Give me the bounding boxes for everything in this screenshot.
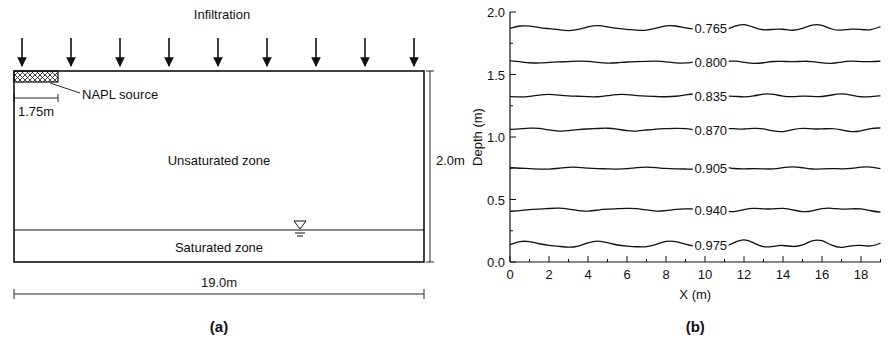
y-tick bbox=[510, 262, 516, 263]
y-tick bbox=[510, 230, 513, 231]
tick-label: 16 bbox=[815, 267, 829, 282]
infiltration-arrow bbox=[168, 38, 170, 66]
x-tick bbox=[666, 256, 667, 262]
domain-panel bbox=[14, 71, 434, 299]
infiltration-arrow bbox=[21, 38, 23, 66]
infiltration-arrow bbox=[413, 38, 415, 66]
axis-title: Depth (m) bbox=[470, 108, 485, 166]
tick-label: 1.0 bbox=[487, 130, 505, 145]
contour-label: 0.870 bbox=[693, 122, 730, 137]
domain-box bbox=[14, 71, 424, 262]
x-tick bbox=[646, 259, 647, 262]
contour-label: 0.975 bbox=[693, 237, 730, 252]
y-tick bbox=[510, 12, 516, 13]
tick-label: 8 bbox=[662, 267, 669, 282]
tick-label: 18 bbox=[854, 267, 868, 282]
infiltration-arrow bbox=[364, 38, 366, 66]
part-label: NAPL source bbox=[82, 87, 158, 102]
tick-label: 10 bbox=[698, 267, 712, 282]
dimension-lines bbox=[14, 71, 434, 299]
x-tick bbox=[529, 259, 530, 262]
x-tick bbox=[607, 259, 608, 262]
water-table-symbol bbox=[294, 221, 306, 236]
y-tick bbox=[510, 105, 513, 106]
x-tick bbox=[510, 256, 511, 262]
contour-label: 0.905 bbox=[693, 161, 730, 176]
x-tick bbox=[841, 259, 842, 262]
x-tick bbox=[880, 259, 881, 262]
zone-label: Saturated zone bbox=[175, 240, 263, 255]
infiltration-arrow bbox=[266, 38, 268, 66]
tick-label: 0.5 bbox=[487, 192, 505, 207]
title-label: Infiltration bbox=[194, 7, 250, 22]
tick-label: 2.0 bbox=[487, 5, 505, 20]
axis-title: X (m) bbox=[679, 287, 711, 302]
napl-source bbox=[14, 71, 58, 82]
contour-label: 0.940 bbox=[693, 202, 730, 217]
x-tick bbox=[705, 256, 706, 262]
x-axis bbox=[510, 261, 881, 262]
contour-label: 0.800 bbox=[693, 55, 730, 70]
tick-label: 0 bbox=[506, 267, 513, 282]
dimension: 2.0m bbox=[436, 153, 465, 168]
y-tick bbox=[510, 137, 516, 138]
panel-label: (b) bbox=[686, 319, 705, 334]
zone-label: Unsaturated zone bbox=[168, 153, 271, 168]
leader-line bbox=[50, 83, 80, 93]
panel-label: (a) bbox=[210, 319, 228, 334]
infiltration-arrow bbox=[217, 38, 219, 66]
x-tick bbox=[744, 256, 745, 262]
contour-plot bbox=[510, 12, 881, 262]
x-tick bbox=[802, 259, 803, 262]
infiltration-arrows bbox=[22, 38, 414, 66]
tick-label: 12 bbox=[737, 267, 751, 282]
y-tick bbox=[510, 74, 516, 75]
x-tick bbox=[685, 259, 686, 262]
dimension: 19.0m bbox=[201, 275, 237, 290]
infiltration-arrow bbox=[119, 38, 121, 66]
water-table bbox=[14, 229, 424, 230]
infiltration-arrow bbox=[315, 38, 317, 66]
x-tick bbox=[724, 259, 725, 262]
contour-label: 0.765 bbox=[693, 21, 730, 36]
tick-label: 6 bbox=[623, 267, 630, 282]
x-tick bbox=[763, 259, 764, 262]
x-tick bbox=[588, 256, 589, 262]
x-tick bbox=[568, 259, 569, 262]
x-tick bbox=[783, 256, 784, 262]
contour-label: 0.835 bbox=[693, 88, 730, 103]
tick-label: 2 bbox=[545, 267, 552, 282]
x-tick bbox=[549, 256, 550, 262]
y-tick bbox=[510, 43, 513, 44]
tick-label: 1.5 bbox=[487, 67, 505, 82]
infiltration-arrow bbox=[70, 38, 72, 66]
x-tick bbox=[627, 256, 628, 262]
x-tick bbox=[861, 256, 862, 262]
tick-label: 0.0 bbox=[487, 255, 505, 270]
tick-label: 14 bbox=[776, 267, 790, 282]
x-tick bbox=[822, 256, 823, 262]
y-tick bbox=[510, 199, 516, 200]
dimension: 1.75m bbox=[18, 104, 54, 119]
tick-label: 4 bbox=[584, 267, 591, 282]
